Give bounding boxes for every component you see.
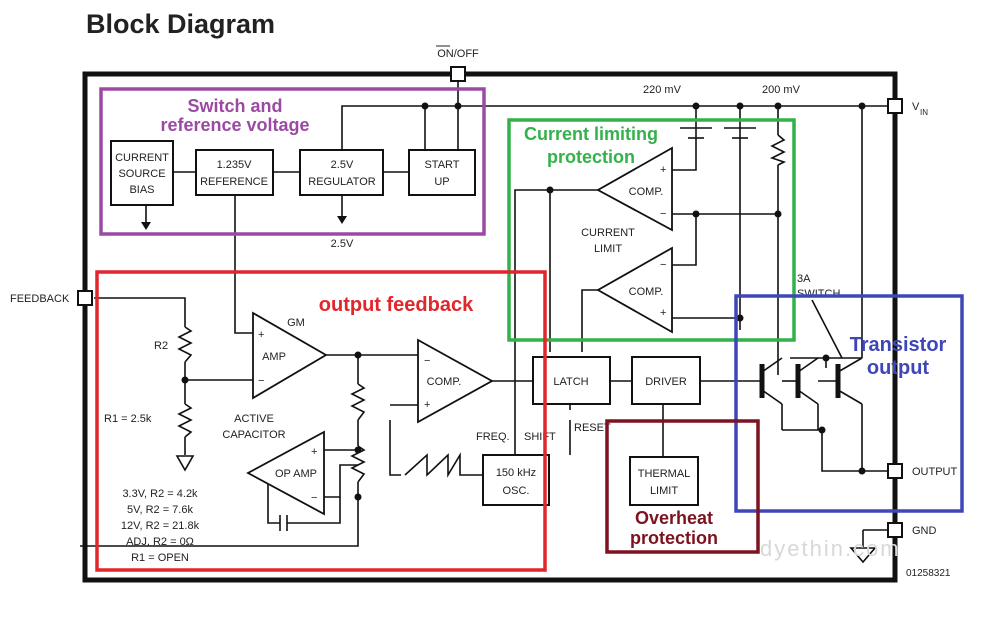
label-220mv: 220 mV	[643, 84, 682, 96]
svg-text:5V, R2 = 7.6k: 5V, R2 = 7.6k	[127, 504, 193, 516]
svg-text:output: output	[867, 357, 930, 379]
svg-text:+: +	[258, 329, 264, 341]
svg-text:GND: GND	[912, 525, 937, 537]
svg-text:R1 = OPEN: R1 = OPEN	[131, 552, 189, 564]
svg-text:SOURCE: SOURCE	[118, 168, 165, 180]
ic-frame	[82, 71, 898, 583]
thermal-limit-block: THERMAL LIMIT	[629, 456, 699, 506]
label-active-2: CAPACITOR	[222, 429, 285, 441]
pin-feedback: FEEDBACK	[10, 290, 93, 306]
svg-text:UP: UP	[434, 176, 449, 188]
svg-text:CURRENT: CURRENT	[115, 152, 169, 164]
svg-text:V: V	[912, 101, 920, 113]
label-switch-2: SWITCH	[797, 288, 840, 300]
svg-text:1.235V: 1.235V	[217, 159, 253, 171]
label-r1: R1 = 2.5k	[104, 413, 152, 425]
svg-text:−: −	[660, 259, 666, 271]
svg-text:+: +	[424, 399, 430, 411]
svg-text:COMP.: COMP.	[427, 376, 462, 388]
svg-text:COMP.: COMP.	[629, 286, 664, 298]
svg-text:Current limiting: Current limiting	[524, 124, 658, 144]
gm-amplifier: AMP GM + −	[252, 311, 328, 400]
comparator-current-limit-top: COMP. + −	[596, 146, 673, 232]
svg-text:OP AMP: OP AMP	[275, 468, 317, 480]
label-active-1: ACTIVE	[234, 413, 274, 425]
resistor-table: 3.3V, R2 = 4.2k 5V, R2 = 7.6k 12V, R2 = …	[121, 488, 200, 564]
svg-text:Overheat: Overheat	[635, 508, 713, 528]
junctions	[181, 102, 866, 501]
figure-code: 01258321	[906, 568, 951, 579]
driver-block: DRIVER	[631, 356, 701, 405]
svg-text:ADJ, R2 = 0Ω: ADJ, R2 = 0Ω	[126, 536, 194, 548]
op-amp: OP AMP + −	[246, 430, 325, 516]
svg-text:AMP: AMP	[262, 351, 286, 363]
svg-text:+: +	[660, 307, 666, 319]
svg-text:150 kHz: 150 kHz	[496, 467, 536, 479]
label-200mv: 200 mV	[762, 84, 801, 96]
pin-gnd: GND	[887, 522, 937, 538]
pin-output: OUTPUT	[887, 463, 958, 479]
reference-block: 1.235V REFERENCE	[195, 149, 274, 196]
svg-text:protection: protection	[630, 528, 718, 548]
svg-text:+: +	[311, 446, 317, 458]
svg-text:output feedback: output feedback	[319, 294, 474, 316]
annotation-output-feedback: output feedback	[95, 270, 547, 572]
annotation-overheat: Overheat protection	[605, 419, 760, 554]
svg-text:BIAS: BIAS	[129, 184, 154, 196]
label-reset: RESET	[574, 422, 611, 434]
svg-text:DRIVER: DRIVER	[645, 376, 687, 388]
svg-text:2.5V: 2.5V	[331, 159, 354, 171]
svg-text:+: +	[660, 164, 666, 176]
svg-text:−: −	[258, 375, 264, 387]
svg-text:ON/OFF: ON/OFF	[437, 48, 479, 60]
page-title: Block Diagram	[86, 9, 275, 39]
svg-text:Transistor: Transistor	[850, 334, 947, 356]
svg-text:reference voltage: reference voltage	[160, 115, 309, 135]
svg-text:IN: IN	[920, 108, 928, 117]
svg-text:FEEDBACK: FEEDBACK	[10, 293, 70, 305]
label-switch-1: 3A	[797, 273, 811, 285]
comparator-current-limit-bottom: COMP. − +	[596, 246, 673, 334]
label-2v5: 2.5V	[331, 238, 354, 250]
svg-text:−: −	[424, 355, 430, 367]
svg-text:LIMIT: LIMIT	[650, 485, 678, 497]
svg-text:OUTPUT: OUTPUT	[912, 466, 958, 478]
svg-text:START: START	[424, 159, 459, 171]
svg-text:−: −	[660, 208, 666, 220]
annotation-transistor-output: Transistor output	[734, 294, 964, 513]
start-up-block: START UP	[408, 149, 476, 196]
svg-text:GM: GM	[287, 317, 305, 329]
regulator-block: 2.5V REGULATOR	[299, 149, 384, 196]
current-source-bias-block: CURRENT SOURCE BIAS	[110, 140, 174, 206]
watermark: dyethin.com	[760, 536, 901, 561]
pin-vin: V IN	[887, 98, 928, 117]
svg-text:REFERENCE: REFERENCE	[200, 176, 268, 188]
svg-text:protection: protection	[547, 147, 635, 167]
svg-text:OSC.: OSC.	[503, 485, 530, 497]
svg-text:LATCH: LATCH	[553, 376, 588, 388]
pin-on-off: ON/OFF	[436, 45, 479, 82]
annotation-current-limiting: Current limiting protection	[507, 118, 796, 342]
resistors	[177, 134, 787, 483]
svg-text:12V, R2 = 21.8k: 12V, R2 = 21.8k	[121, 520, 200, 532]
svg-text:THERMAL: THERMAL	[638, 468, 691, 480]
svg-text:COMP.: COMP.	[629, 186, 664, 198]
svg-text:3.3V, R2 = 4.2k: 3.3V, R2 = 4.2k	[122, 488, 198, 500]
wires	[80, 80, 896, 564]
label-current-limit-2: LIMIT	[594, 243, 622, 255]
oscillator-block: 150 kHz OSC.	[482, 454, 550, 506]
label-freq: FREQ.	[476, 431, 510, 443]
label-shift: SHIFT	[524, 431, 556, 443]
main-comparator: COMP. − +	[417, 338, 494, 424]
svg-text:−: −	[311, 492, 317, 504]
annotation-switch-reference: Switch and reference voltage	[99, 87, 486, 236]
svg-text:Switch and: Switch and	[187, 96, 282, 116]
label-r2: R2	[154, 340, 168, 352]
label-current-limit-1: CURRENT	[581, 227, 635, 239]
svg-text:REGULATOR: REGULATOR	[308, 176, 375, 188]
